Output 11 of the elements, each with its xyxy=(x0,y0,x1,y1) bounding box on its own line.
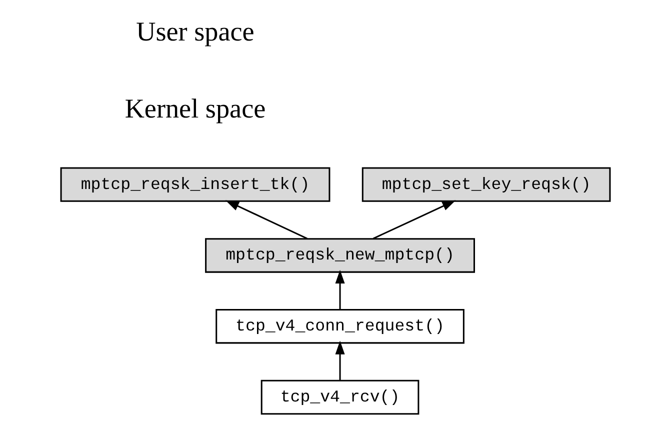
label: User space xyxy=(136,16,254,46)
arrow xyxy=(334,340,344,380)
arrow xyxy=(372,200,456,240)
node-box: tcp_v4_conn_request() xyxy=(215,309,464,344)
arrow xyxy=(224,200,307,240)
arrow xyxy=(334,270,344,310)
node-box: mptcp_reqsk_new_mptcp() xyxy=(204,238,474,273)
label: Kernel space xyxy=(124,93,266,124)
node-box: tcp_v4_rcv() xyxy=(260,380,419,415)
node-box: mptcp_reqsk_insert_tk() xyxy=(60,167,330,202)
node-box: mptcp_set_key_reqsk() xyxy=(361,167,610,202)
